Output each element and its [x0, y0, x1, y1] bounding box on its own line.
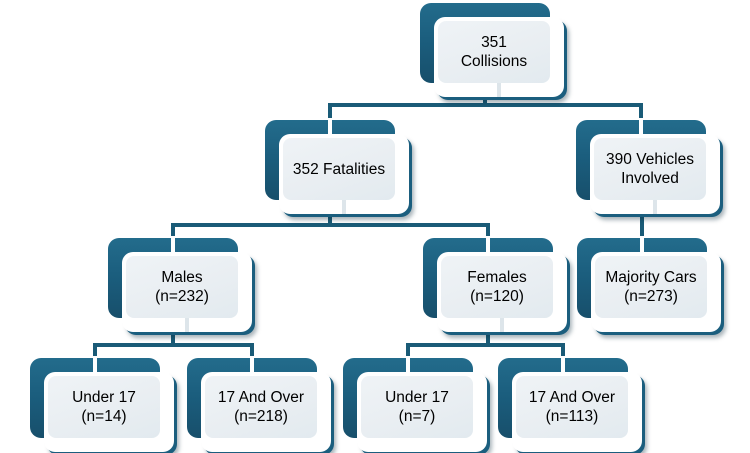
- node-females-under-17: Under 17 (n=7): [343, 356, 487, 452]
- node-fatalities-connector-stub: [342, 200, 346, 214]
- connector-to-males: [171, 223, 175, 247]
- node-vehicles-front-panel: 390 Vehicles Involved: [590, 134, 720, 214]
- node-females-under-17-connector-stub-in: [406, 356, 410, 375]
- connector-to-females: [486, 223, 490, 247]
- node-females-connector-stub: [500, 318, 504, 332]
- node-collisions: 351 Collisions: [420, 3, 564, 97]
- node-females-under-17-front-panel: Under 17 (n=7): [357, 372, 487, 452]
- connector-to-vehicles: [639, 103, 643, 129]
- connector-males-bar: [93, 343, 254, 347]
- node-females-connector-stub-in: [486, 236, 490, 255]
- node-females-front-panel: Females (n=120): [437, 252, 567, 332]
- node-females: Females (n=120): [423, 236, 567, 332]
- connector-to-females-17over: [561, 343, 565, 367]
- node-males-17-and-over-label: 17 And Over (n=218): [205, 376, 317, 438]
- connector-level1-bar: [328, 103, 643, 107]
- connector-females-drop: [486, 328, 490, 347]
- connector-to-majority-cars: [640, 210, 644, 247]
- connector-collisions-drop: [483, 95, 487, 107]
- node-fatalities: 352 Fatalities: [265, 118, 409, 214]
- node-females-label: Females (n=120): [441, 256, 553, 318]
- node-majority-cars-connector-stub-in: [640, 236, 644, 255]
- node-males-connector-stub: [185, 318, 189, 332]
- node-males-under-17: Under 17 (n=14): [30, 356, 174, 452]
- node-males-front-panel: Males (n=232): [122, 252, 252, 332]
- node-collisions-label: 351 Collisions: [438, 21, 550, 83]
- node-males-17-and-over: 17 And Over (n=218): [187, 356, 331, 452]
- node-fatalities-label: 352 Fatalities: [283, 138, 395, 200]
- node-majority-cars: Majority Cars (n=273): [577, 236, 721, 332]
- connector-males-drop: [171, 328, 175, 347]
- node-fatalities-front-panel: 352 Fatalities: [279, 134, 409, 214]
- node-majority-cars-front-panel: Majority Cars (n=273): [591, 252, 721, 332]
- node-females-17-and-over-label: 17 And Over (n=113): [516, 376, 628, 438]
- node-males-17-and-over-connector-stub-in: [250, 356, 254, 375]
- node-majority-cars-label: Majority Cars (n=273): [595, 256, 707, 318]
- connector-to-males-17over: [250, 343, 254, 367]
- node-females-17-and-over: 17 And Over (n=113): [498, 356, 642, 452]
- node-vehicles-connector-stub: [653, 200, 657, 214]
- node-vehicles-connector-stub-in: [639, 118, 643, 137]
- node-males-under-17-connector-stub-in: [93, 356, 97, 375]
- connector-to-males-under17: [93, 343, 97, 367]
- node-males: Males (n=232): [108, 236, 252, 332]
- connector-fatalities-drop: [328, 210, 332, 227]
- node-vehicles: 390 Vehicles Involved: [576, 118, 720, 214]
- connector-to-females-under17: [406, 343, 410, 367]
- node-females-under-17-label: Under 17 (n=7): [361, 376, 473, 438]
- connector-fatalities-bar: [171, 223, 490, 227]
- node-males-under-17-front-panel: Under 17 (n=14): [44, 372, 174, 452]
- node-collisions-front-panel: 351 Collisions: [434, 17, 564, 97]
- node-females-17-and-over-front-panel: 17 And Over (n=113): [512, 372, 642, 452]
- node-vehicles-label: 390 Vehicles Involved: [594, 138, 706, 200]
- node-males-under-17-label: Under 17 (n=14): [48, 376, 160, 438]
- node-males-label: Males (n=232): [126, 256, 238, 318]
- node-fatalities-connector-stub-in: [328, 118, 332, 137]
- node-females-17-and-over-connector-stub-in: [561, 356, 565, 375]
- connector-females-bar: [406, 343, 565, 347]
- node-collisions-connector-stub: [497, 83, 501, 97]
- node-males-connector-stub-in: [171, 236, 175, 255]
- connector-to-fatalities: [328, 103, 332, 129]
- node-males-17-and-over-front-panel: 17 And Over (n=218): [201, 372, 331, 452]
